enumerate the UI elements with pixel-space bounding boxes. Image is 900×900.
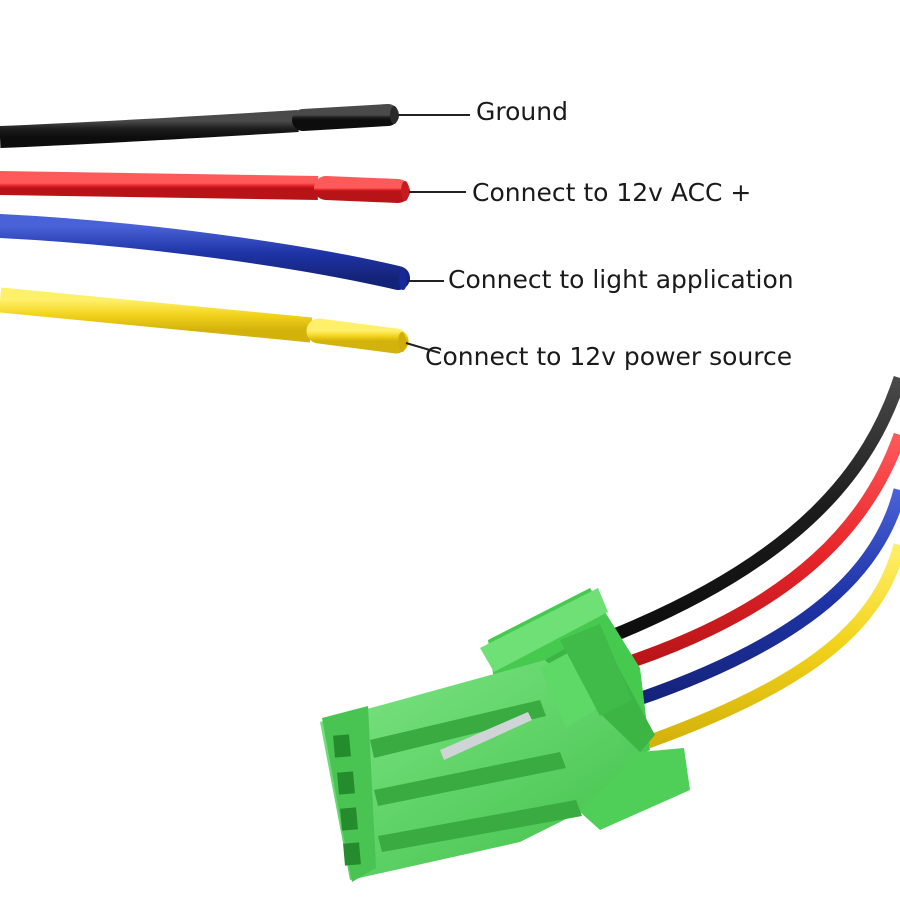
label-12v-acc: Connect to 12v ACC + [472,178,752,207]
wire-blue [0,214,444,290]
wire-yellow [0,287,441,354]
wire-bundle [609,375,900,749]
label-light-application: Connect to light application [448,265,794,294]
wire-red [0,171,466,203]
label-ground: Ground [476,97,568,126]
wire-black [0,104,470,148]
label-12v-power-source: Connect to 12v power source [425,342,793,371]
green-connector [320,588,690,882]
